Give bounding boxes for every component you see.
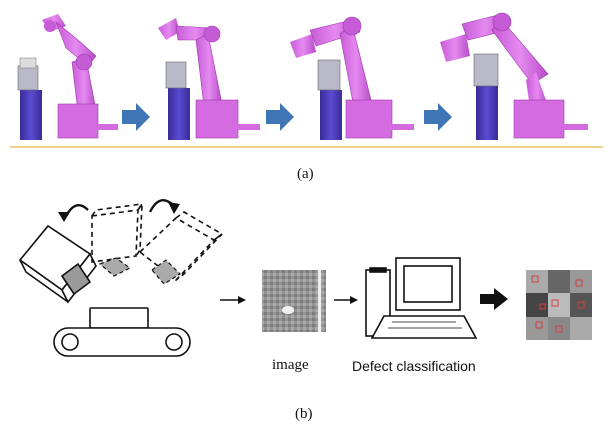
panel-b-inspection xyxy=(18,199,592,357)
robot-stage-3 xyxy=(290,16,414,140)
rotate-arrow-icon xyxy=(58,212,70,222)
caption-a: (a) xyxy=(297,166,314,182)
caption-b: (b) xyxy=(295,406,313,422)
pedestal xyxy=(320,90,342,140)
rotate-arrow-icon xyxy=(168,202,180,214)
pedestal xyxy=(168,88,190,140)
robot-stage-4 xyxy=(440,12,588,140)
defect-classification-label: Defect classification xyxy=(352,358,476,374)
arrow-1 xyxy=(122,103,150,131)
panel-a-robot-sequence xyxy=(17,12,588,140)
defect-image-thumbnail xyxy=(262,270,326,332)
pedestal xyxy=(476,86,498,140)
robot-stage-1 xyxy=(17,14,118,140)
robot-stage-2 xyxy=(158,18,260,140)
arrow-to-results xyxy=(480,288,508,310)
image-label: image xyxy=(272,357,309,373)
arrow-3 xyxy=(424,103,452,131)
arrow-to-image xyxy=(220,296,246,304)
rotate-arrow-icon xyxy=(64,204,89,217)
computer-icon xyxy=(365,257,478,339)
pedestal xyxy=(20,90,42,140)
arrow-2 xyxy=(266,103,294,131)
arrow-to-computer xyxy=(334,296,358,304)
camera-icon xyxy=(18,224,97,304)
camera-dashed-icon xyxy=(91,201,144,263)
classified-results-grid xyxy=(526,270,592,340)
conveyor-belt xyxy=(53,307,191,357)
